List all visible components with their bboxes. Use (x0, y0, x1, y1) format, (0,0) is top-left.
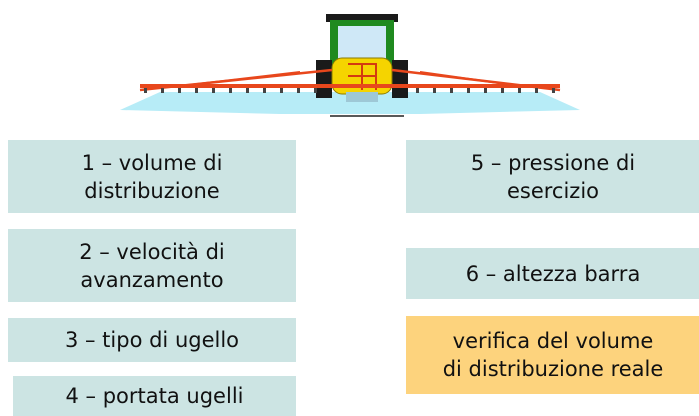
box-altezza-barra: 6 – altezza barra (406, 248, 699, 299)
nozzle (212, 88, 215, 93)
nozzle (416, 88, 419, 93)
nozzle (433, 88, 436, 93)
nozzle (246, 88, 249, 93)
nozzle (450, 88, 453, 93)
box-volume-distribuzione: 1 – volume di distribuzione (8, 140, 296, 213)
nozzle (314, 88, 317, 93)
nozzle (195, 88, 198, 93)
nozzle (144, 88, 147, 93)
nozzle (467, 88, 470, 93)
nozzle (535, 88, 538, 93)
box-verifica-volume-reale: verifica del volume di distribuzione rea… (406, 316, 699, 394)
nozzle (552, 88, 555, 93)
nozzle-row (144, 88, 555, 93)
box-portata-ugelli: 4 – portata ugelli (13, 376, 296, 416)
boom-left-strut (179, 71, 301, 87)
nozzle (484, 88, 487, 93)
cab-roof (326, 14, 398, 22)
cab-window (338, 26, 386, 60)
nozzle (501, 88, 504, 93)
tractor-sprayer-icon (120, 14, 580, 117)
box-tipo-ugello: 3 – tipo di ugello (8, 318, 296, 362)
boom-right-strut (419, 71, 521, 87)
nozzle (297, 88, 300, 93)
nozzle (263, 88, 266, 93)
box-pressione-esercizio: 5 – pressione di esercizio (406, 140, 699, 213)
hitch (346, 92, 378, 102)
nozzle (161, 88, 164, 93)
nozzle (280, 88, 283, 93)
right-wheel (392, 60, 408, 98)
nozzle (229, 88, 232, 93)
spray-mist (120, 92, 580, 114)
nozzle (178, 88, 181, 93)
box-velocita-avanzamento: 2 – velocità di avanzamento (8, 229, 296, 302)
nozzle (518, 88, 521, 93)
left-wheel (316, 60, 332, 98)
